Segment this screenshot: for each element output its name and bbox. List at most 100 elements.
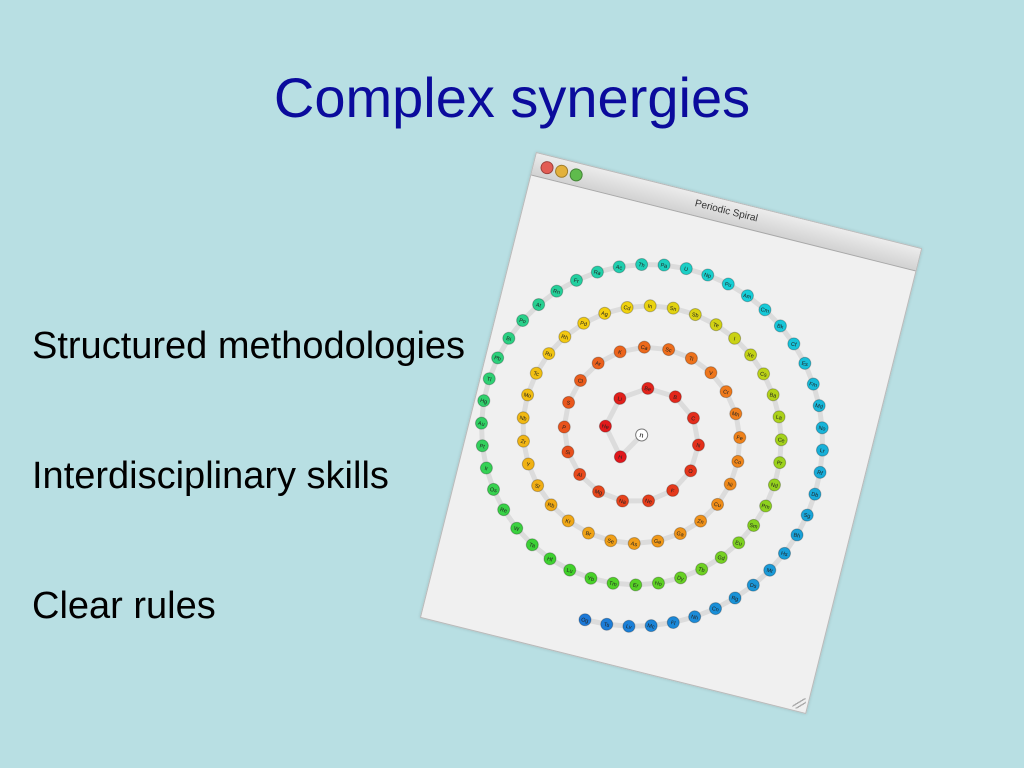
element-node-es[interactable]: Es (798, 356, 813, 371)
element-node-zn[interactable]: Zn (693, 514, 708, 529)
element-node-am[interactable]: Am (740, 288, 755, 303)
element-node-mt[interactable]: Mt (763, 563, 778, 578)
element-node-center[interactable]: n (634, 428, 649, 443)
element-node-k[interactable]: K (613, 344, 628, 359)
element-node-f[interactable]: F (665, 483, 680, 498)
element-node-i[interactable]: I (727, 331, 742, 346)
element-node-sc[interactable]: Sc (661, 342, 676, 357)
element-node-hg[interactable]: Hg (477, 393, 492, 408)
element-node-hf[interactable]: Hf (543, 551, 558, 566)
element-node-rh[interactable]: Rh (558, 329, 573, 344)
element-node-fr[interactable]: Fr (569, 273, 584, 288)
element-node-n[interactable]: N (691, 438, 706, 453)
element-node-mo[interactable]: Mo (520, 388, 535, 403)
element-node-gd[interactable]: Gd (714, 550, 729, 565)
element-node-rg[interactable]: Rg (728, 591, 743, 606)
element-node-ag[interactable]: Ag (597, 306, 612, 321)
element-node-o[interactable]: O (683, 464, 698, 479)
element-node-ni[interactable]: Ni (723, 477, 738, 492)
element-node-c[interactable]: C (686, 411, 701, 426)
element-node-tc[interactable]: Tc (529, 366, 544, 381)
element-node-yb[interactable]: Yb (584, 571, 599, 586)
element-node-in[interactable]: In (643, 299, 658, 314)
element-node-hs[interactable]: Hs (777, 546, 792, 561)
element-node-og[interactable]: Og (578, 612, 593, 627)
element-node-pm[interactable]: Pm (758, 499, 773, 514)
element-node-np[interactable]: Np (700, 268, 715, 283)
element-node-u[interactable]: U (679, 261, 694, 276)
element-node-cf[interactable]: Cf (787, 337, 802, 352)
element-node-bi[interactable]: Bi (502, 331, 517, 346)
element-node-na[interactable]: Na (615, 494, 630, 509)
element-node-pt[interactable]: Pt (475, 438, 490, 453)
element-node-tb[interactable]: Tb (694, 562, 709, 577)
element-node-ce[interactable]: Ce (774, 433, 789, 448)
element-node-fl[interactable]: Fl (666, 615, 681, 630)
element-node-fe[interactable]: Fe (733, 430, 748, 445)
element-node-lu[interactable]: Lu (562, 563, 577, 578)
element-node-ge[interactable]: Ge (651, 534, 666, 549)
element-node-ru[interactable]: Ru (542, 346, 557, 361)
element-node-mn[interactable]: Mn (729, 406, 744, 421)
element-node-tl[interactable]: Tl (482, 371, 497, 386)
element-node-cl[interactable]: Cl (573, 373, 588, 388)
element-node-s[interactable]: S (561, 395, 576, 410)
element-node-br[interactable]: Br (581, 526, 596, 541)
element-node-pr[interactable]: Pr (772, 455, 787, 470)
element-node-ne[interactable]: Ne (641, 494, 656, 509)
element-node-li[interactable]: Li (613, 391, 628, 406)
element-node-la[interactable]: La (772, 410, 787, 425)
element-node-rn[interactable]: Rn (549, 284, 564, 299)
element-node-ho[interactable]: Ho (651, 576, 666, 591)
element-node-pd[interactable]: Pd (576, 316, 591, 331)
element-node-ds[interactable]: Ds (746, 578, 761, 593)
element-node-os[interactable]: Os (486, 482, 501, 497)
element-node-zr[interactable]: Zr (516, 434, 531, 449)
element-node-pa[interactable]: Pa (657, 258, 672, 273)
element-node-fm[interactable]: Fm (806, 377, 821, 392)
element-node-co[interactable]: Co (731, 454, 746, 469)
element-node-te[interactable]: Te (709, 317, 724, 332)
element-node-sg[interactable]: Sg (800, 508, 815, 523)
element-node-mc[interactable]: Mc (644, 618, 659, 633)
element-node-ir[interactable]: Ir (479, 461, 494, 476)
element-node-au[interactable]: Au (474, 416, 489, 431)
element-node-tm[interactable]: Tm (606, 576, 621, 591)
element-node-db[interactable]: Db (808, 487, 823, 502)
element-node-w[interactable]: W (509, 521, 524, 536)
element-node-re[interactable]: Re (496, 502, 511, 517)
element-node-md[interactable]: Md (812, 398, 827, 413)
element-node-ca[interactable]: Ca (637, 340, 652, 355)
element-node-ba[interactable]: Ba (766, 388, 781, 403)
element-node-sn[interactable]: Sn (666, 301, 681, 316)
element-node-cm[interactable]: Cm (758, 302, 773, 317)
element-node-th[interactable]: Th (634, 257, 649, 272)
element-node-cd[interactable]: Cd (620, 300, 635, 315)
element-node-ra[interactable]: Ra (590, 265, 605, 280)
element-node-dy[interactable]: Dy (673, 571, 688, 586)
element-node-p[interactable]: P (557, 420, 572, 435)
element-node-rb[interactable]: Rb (544, 498, 559, 513)
element-node-no[interactable]: No (815, 421, 830, 436)
element-node-b[interactable]: B (668, 390, 683, 405)
element-node-al[interactable]: Al (572, 467, 587, 482)
element-node-cn[interactable]: Cn (708, 601, 723, 616)
element-node-bh[interactable]: Bh (790, 528, 805, 543)
element-node-nb[interactable]: Nb (516, 411, 531, 426)
element-node-cr[interactable]: Cr (719, 384, 734, 399)
element-node-si[interactable]: Si (561, 445, 576, 460)
element-node-mg[interactable]: Mg (591, 484, 606, 499)
element-node-nd[interactable]: Nd (767, 478, 782, 493)
element-node-er[interactable]: Er (628, 578, 643, 593)
element-node-kr[interactable]: Kr (561, 514, 576, 529)
element-node-pu[interactable]: Pu (721, 277, 736, 292)
element-node-ar[interactable]: Ar (591, 356, 606, 371)
element-node-he[interactable]: He (598, 419, 613, 434)
element-node-nh[interactable]: Nh (687, 610, 702, 625)
element-node-bk[interactable]: Bk (773, 319, 788, 334)
element-node-h[interactable]: H (613, 449, 628, 464)
element-node-at[interactable]: At (531, 297, 546, 312)
element-node-rf[interactable]: Rf (813, 465, 828, 480)
element-node-sm[interactable]: Sm (746, 518, 761, 533)
element-node-po[interactable]: Po (515, 313, 530, 328)
